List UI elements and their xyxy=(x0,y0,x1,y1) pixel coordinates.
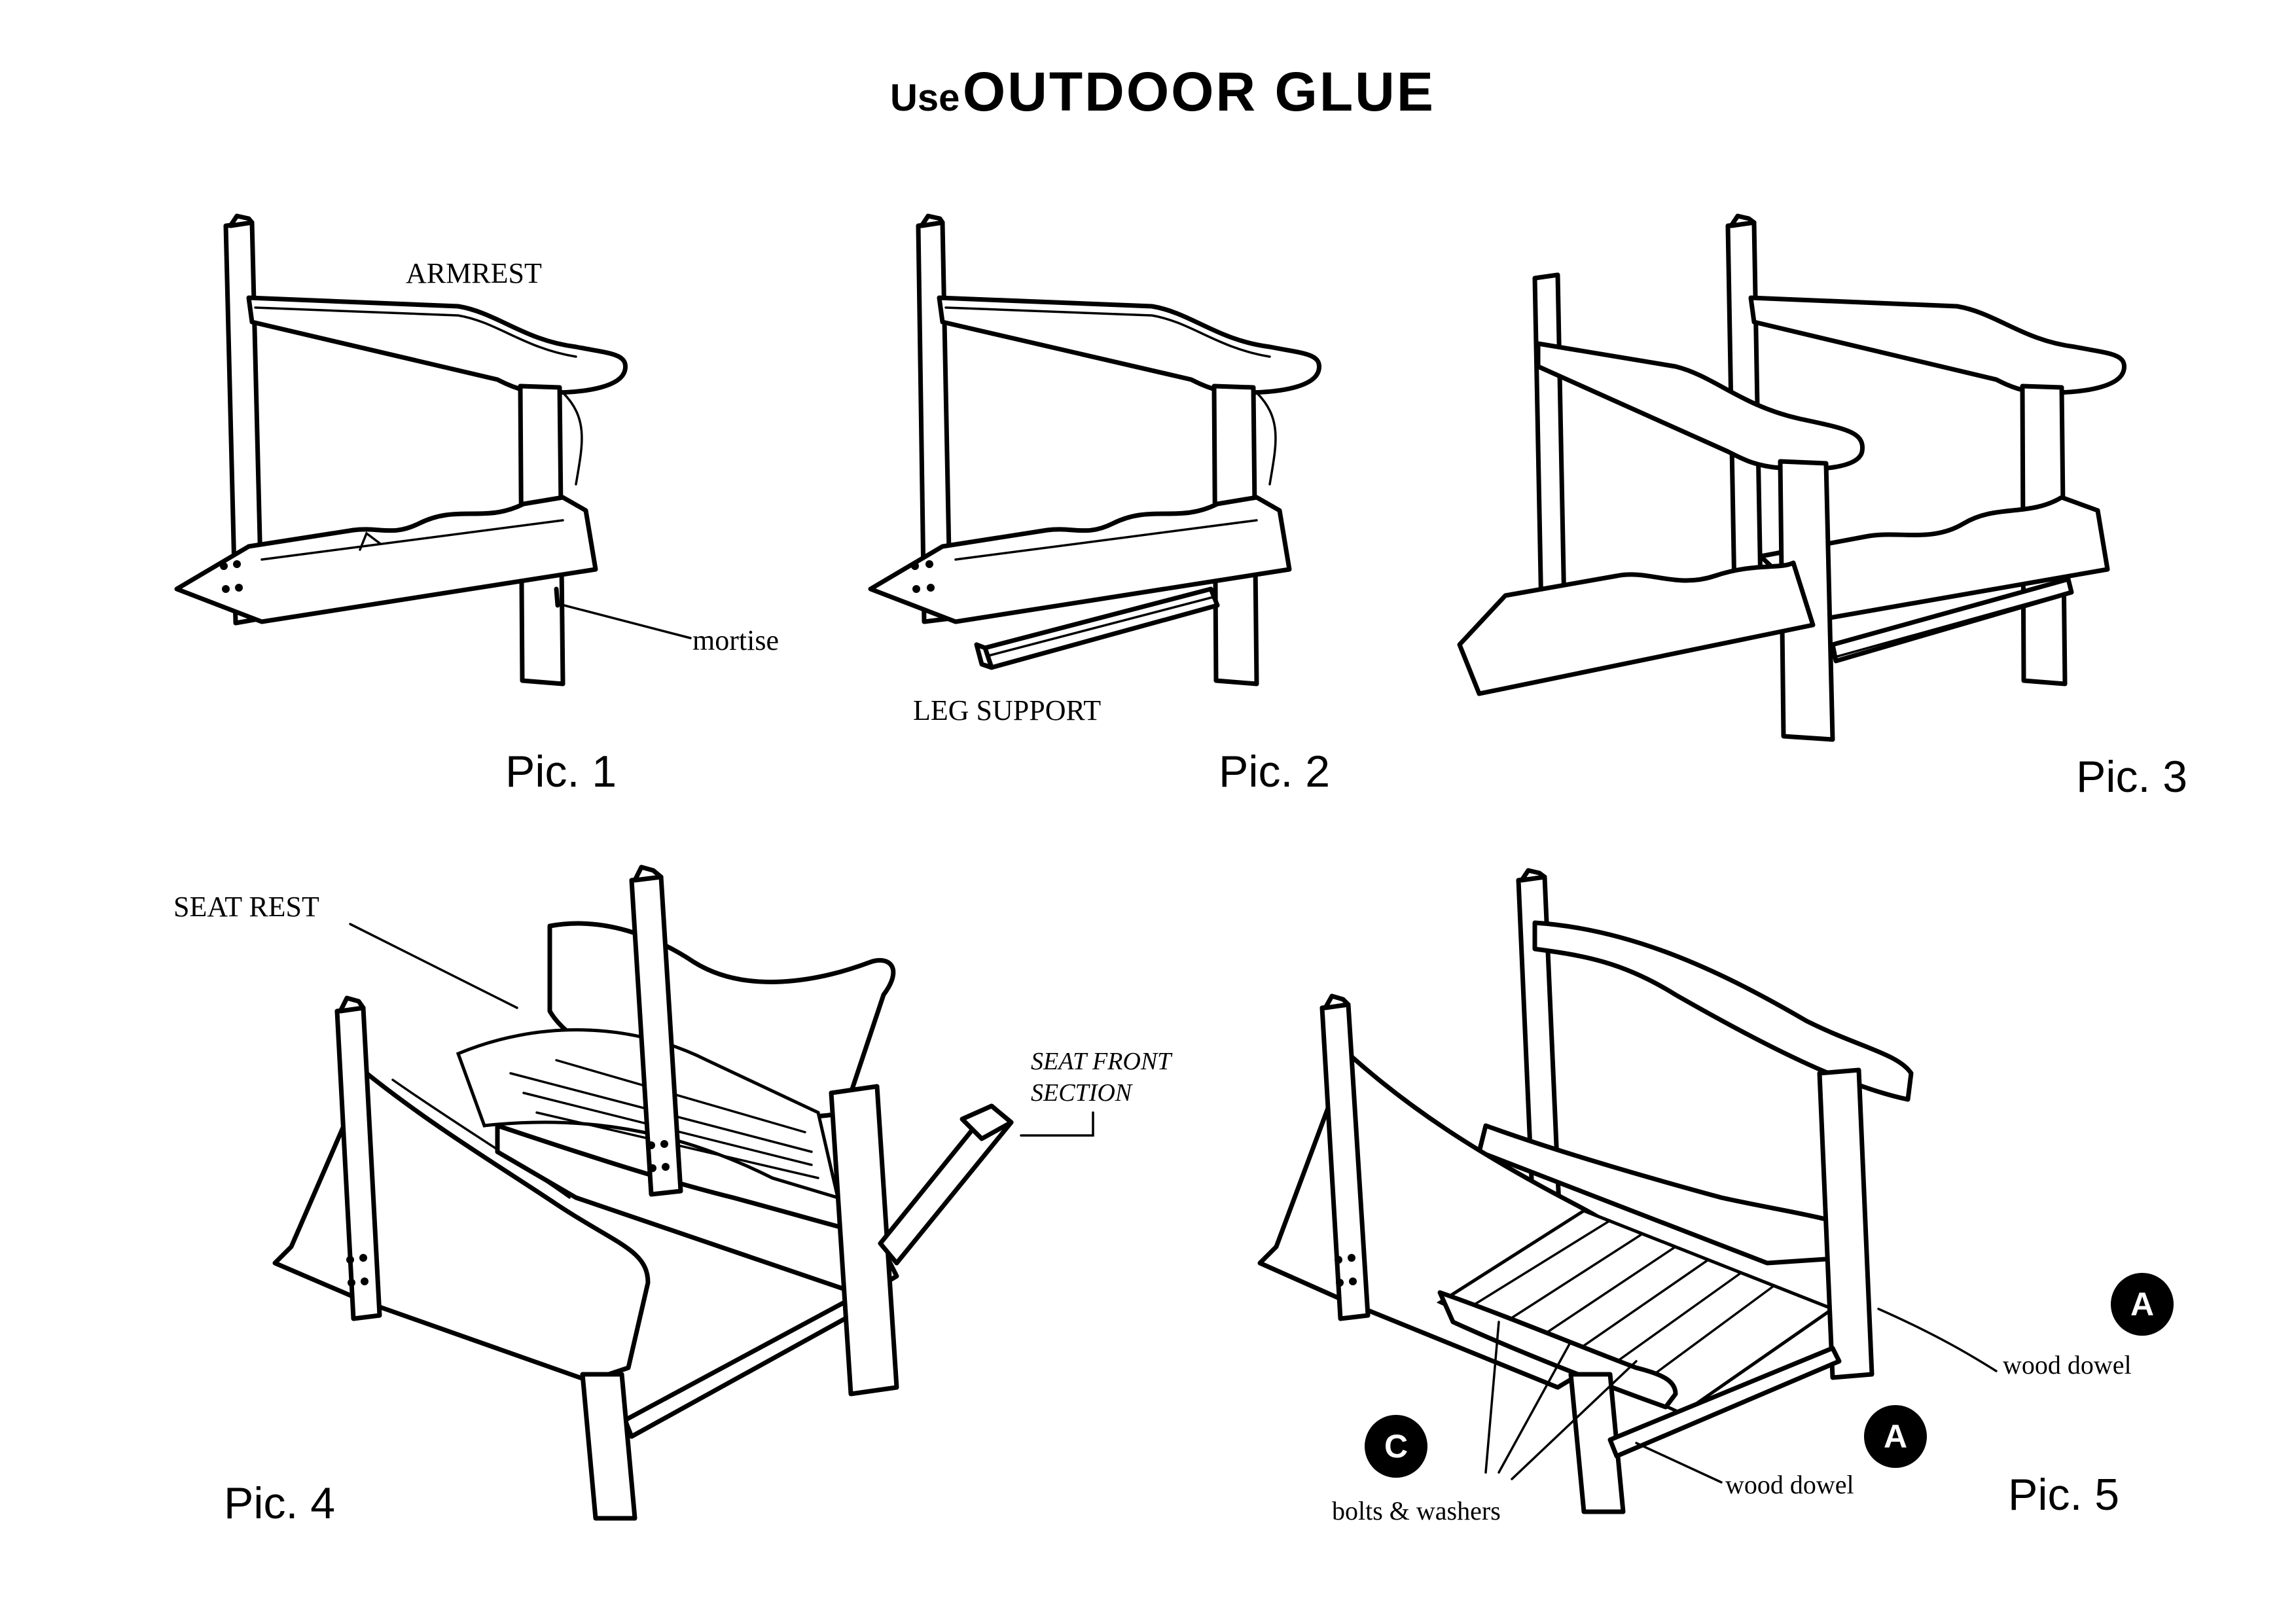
wood-dowel-label-2: wood dowel xyxy=(1725,1470,1854,1499)
pic1-drawing xyxy=(174,213,692,687)
pic2-caption: Pic. 2 xyxy=(1219,747,1331,796)
pic2-drawing xyxy=(868,213,1321,687)
title-main: OUTDOOR GLUE xyxy=(962,61,1435,122)
pic5-caption: Pic. 5 xyxy=(2008,1470,2120,1520)
pic3-caption: Pic. 3 xyxy=(2076,752,2188,802)
seat-front-section-label: SEAT FRONT SECTION xyxy=(1031,1046,1171,1109)
mortise-label: mortise xyxy=(692,624,779,656)
pic5-drawing xyxy=(1257,868,1998,1514)
seat-rest-label: SEAT REST xyxy=(173,891,319,923)
badge-a-2: A xyxy=(1864,1405,1927,1468)
wood-dowel-label-1: wood dowel xyxy=(2003,1350,2132,1380)
title-prefix: Use xyxy=(890,77,960,119)
badge-a-1: A xyxy=(2111,1273,2174,1336)
page-title: Use OUTDOOR GLUE xyxy=(890,60,1435,124)
pic3-drawing xyxy=(1457,213,2126,742)
pic4-caption: Pic. 4 xyxy=(224,1478,336,1528)
pic4-drawing xyxy=(272,865,1094,1521)
leg-support-label: LEG SUPPORT xyxy=(913,694,1102,726)
seat-front-section-line-2: SECTION xyxy=(1031,1079,1132,1107)
badge-c: C xyxy=(1365,1415,1427,1478)
seat-front-section-line-1: SEAT FRONT xyxy=(1031,1048,1172,1075)
bolts-washers-label: bolts & washers xyxy=(1332,1496,1501,1525)
pic1-caption: Pic. 1 xyxy=(505,747,617,796)
armrest-label: ARMREST xyxy=(406,257,542,289)
